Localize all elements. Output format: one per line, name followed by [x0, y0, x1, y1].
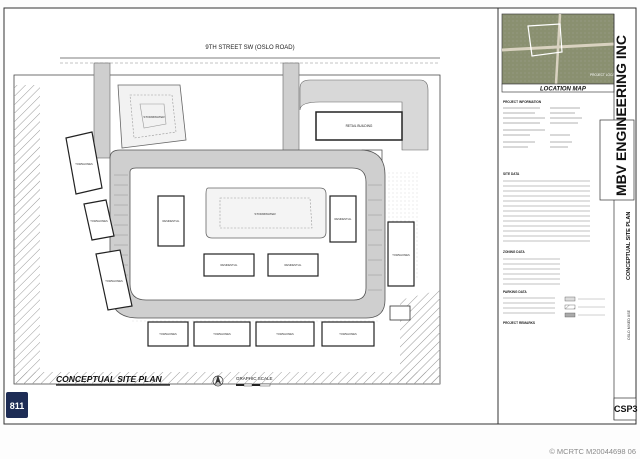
location-map-label: LOCATION MAP: [540, 87, 587, 93]
south-buffer-hatch: [14, 372, 440, 384]
east-buffer-hatch: [400, 290, 440, 384]
project-location-label: PROJECT LOCATION: [590, 73, 622, 77]
company-logo-text: MBV ENGINEERING INC: [613, 35, 629, 196]
building-inner-south-1-label: RESIDENTIAL: [220, 263, 238, 267]
stormwater-central-label: STORMWATER: [254, 212, 276, 216]
townhome-south-2: [193, 321, 251, 347]
townhome-south-4: [321, 321, 375, 347]
building-inner-west-label: RESIDENTIAL: [162, 219, 180, 223]
project-name-vertical: OSLO MIXED USE: [627, 309, 631, 340]
townhome-west-1-label: TOWNHOMES: [75, 162, 93, 166]
building-inner-south-1: [203, 253, 255, 277]
project-info-lines: [503, 107, 582, 148]
graphic-scale-label: GRAPHIC SCALE: [236, 376, 273, 381]
building-inner-south-2-label: RESIDENTIAL: [284, 263, 302, 267]
plan-title: CONCEPTUAL SITE PLAN: [56, 374, 162, 384]
retail-building-label: RETAIL BUILDING: [346, 124, 373, 128]
project-boundary-outline: [527, 23, 563, 57]
townhome-south-2-label: TOWNHOMES: [213, 332, 231, 336]
south-townhome-buildings: TOWNHOMES TOWNHOMES TOWNHOMES TOWNHOMES: [147, 321, 375, 347]
parking-data-table: [503, 297, 555, 314]
townhome-south-4-label: TOWNHOMES: [339, 332, 357, 336]
townhome-west-1: [65, 131, 103, 195]
call-811-logo: 811: [6, 392, 28, 418]
building-inner-east: [329, 195, 357, 243]
graphic-scale-bar: [236, 383, 271, 387]
west-townhome-buildings: TOWNHOMES TOWNHOMES TOWNHOMES: [65, 131, 133, 311]
inner-residential-buildings: RESIDENTIAL RESIDENTIAL RESIDENTIAL RESI…: [157, 195, 357, 277]
stormwater-pond-central: [205, 187, 327, 239]
west-buffer-hatch: [14, 85, 40, 384]
company-logo-box: [599, 119, 635, 201]
project-remarks-heading: PROJECT REMARKS: [503, 321, 535, 325]
east-entrance-drive: [282, 62, 300, 154]
townhome-west-2: [83, 199, 115, 241]
svg-text:811: 811: [10, 401, 25, 411]
townhome-west-3-label: TOWNHOMES: [105, 279, 123, 283]
legend-swatches: [564, 296, 605, 318]
sheet-title-vertical: CONCEPTUAL SITE PLAN: [626, 212, 632, 280]
townhome-south-1: [147, 321, 189, 347]
north-arrow-icon: [212, 375, 224, 387]
site-data-table: [503, 180, 590, 242]
townhome-south-1-label: TOWNHOMES: [159, 332, 177, 336]
townhome-south-3: [255, 321, 315, 347]
site-data-heading: SITE DATA: [503, 172, 520, 176]
townhome-east-label: TOWNHOMES: [392, 253, 410, 257]
west-entrance-drive: [93, 62, 111, 159]
building-inner-west: [157, 195, 185, 247]
townhome-south-3-label: TOWNHOMES: [276, 332, 294, 336]
retail-building: [315, 111, 403, 141]
zoning-data-table: [503, 258, 560, 285]
retail-parking: [299, 79, 429, 151]
zoning-data-heading: ZONING DATA: [503, 250, 525, 254]
stormwater-north-label: STORMWATER: [143, 115, 165, 119]
townhome-west-3: [95, 249, 133, 311]
parking-data-heading: PARKING DATA: [503, 290, 527, 294]
utility-building: [389, 305, 411, 321]
townhome-west-2-label: TOWNHOMES: [90, 219, 108, 223]
townhome-east: [387, 221, 415, 287]
building-inner-south-2: [267, 253, 319, 277]
sheet-number: CSP3: [614, 404, 638, 414]
mls-watermark: © MCRTC M20044698 06: [549, 447, 636, 456]
stormwater-pond-north: [117, 84, 187, 149]
project-information-heading: PROJECT INFORMATION: [503, 100, 542, 104]
street-label: 9TH STREET SW (OSLO ROAD): [205, 45, 294, 51]
building-inner-east-label: RESIDENTIAL: [334, 217, 352, 221]
